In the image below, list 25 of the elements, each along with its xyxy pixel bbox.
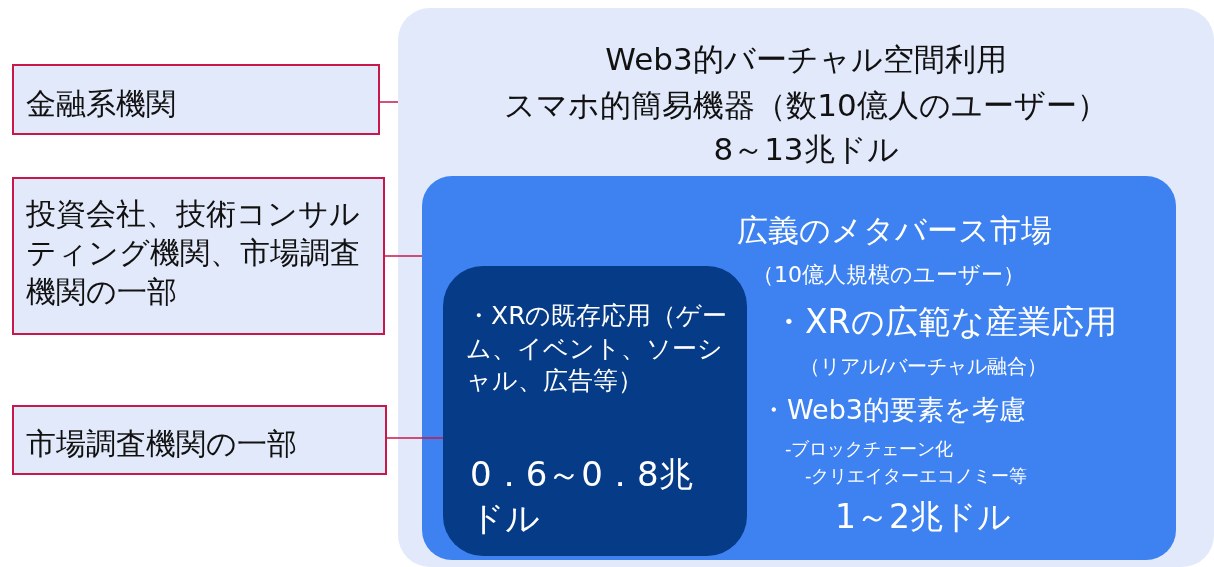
label-text: （リアル/バーチャル融合） [800, 355, 1047, 378]
market-panel [443, 266, 747, 556]
label-text: ・XRの広範な産業応用 [772, 303, 1117, 341]
market-panel [398, 8, 1214, 567]
label-text: 1～2兆ドル [835, 498, 1011, 536]
label-text: （10億人規模のユーザー） [752, 262, 1025, 288]
label-text: 0．6～0．8兆ドル [470, 453, 694, 541]
label-text: ・Web3的要素を考慮 [760, 394, 1027, 426]
label-text: -クリエイターエコノミー等 [805, 466, 1028, 487]
label-text: スマホ的簡易機器（数10億人のユーザー） [503, 88, 1109, 124]
leader-line [379, 101, 399, 103]
label-text: 投資会社、技術コンサルティング機関、市場調査機関の一部 [26, 195, 361, 311]
label-text: Web3的バーチャル空間利用 [604, 42, 1008, 78]
label-text: 8～13兆ドル [712, 132, 900, 168]
leader-line [384, 255, 423, 257]
institution-box [12, 64, 380, 135]
label-text: -ブロックチェーン化 [785, 439, 954, 460]
institution-box [12, 177, 385, 335]
label-text: ・XRの既存応用（ゲーム、イベント、ソーシャル、広告等） [466, 300, 728, 397]
institution-box [12, 405, 387, 475]
market-panel [422, 176, 1176, 560]
leader-line [386, 437, 444, 439]
label-text: 市場調査機関の一部 [26, 425, 298, 463]
label-text: 広義のメタバース市場 [737, 213, 1052, 249]
label-text: 金融系機関 [26, 85, 177, 123]
